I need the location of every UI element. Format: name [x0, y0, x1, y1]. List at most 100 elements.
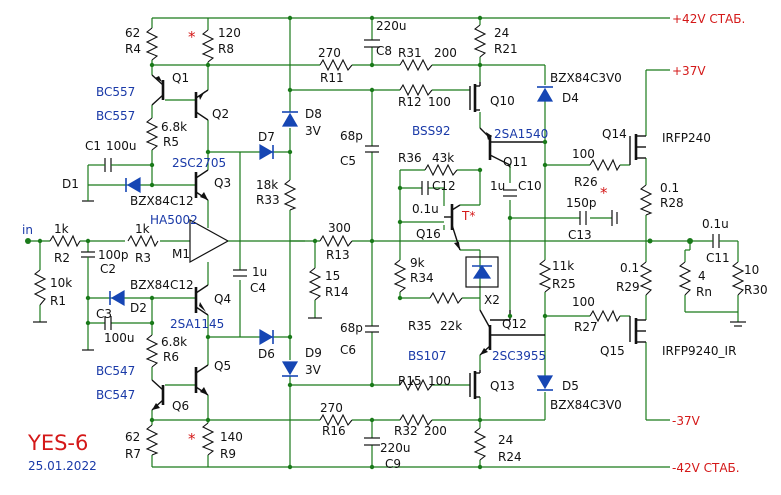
D4-ref: D4	[562, 91, 579, 105]
Q12	[479, 309, 545, 356]
D2	[109, 289, 125, 307]
R14-value: 15	[325, 269, 340, 283]
Q14-part: IRFP240	[662, 131, 711, 145]
R1-ref: R1	[50, 294, 66, 308]
C4-value: 1u	[252, 265, 267, 279]
M1-ref: M1	[172, 247, 190, 261]
R26-ref: R26	[574, 175, 598, 189]
Rn-ref: Rn	[696, 285, 712, 299]
R31-ref: R31	[398, 46, 422, 60]
R26	[589, 158, 621, 172]
R27-value: 100	[572, 295, 595, 309]
C10	[503, 189, 517, 197]
Rn	[678, 261, 692, 296]
D8	[281, 111, 299, 127]
Q3	[194, 169, 209, 201]
R24-value: 24	[498, 433, 513, 447]
C1	[102, 158, 118, 172]
Q1	[151, 74, 165, 106]
C12-ref: C12	[432, 179, 456, 193]
C2-value: 100p	[98, 248, 129, 262]
R16	[319, 413, 353, 427]
R13	[319, 234, 353, 248]
Q3-part: 2SC2705	[172, 156, 226, 170]
Q6-ref: Q6	[172, 399, 189, 413]
Q4	[194, 284, 209, 316]
R8-ref: R8	[218, 42, 234, 56]
C13-value: 150p	[566, 196, 597, 210]
output-wiring	[620, 130, 746, 355]
R8	[201, 29, 215, 63]
Q5	[194, 364, 209, 396]
Q16	[444, 204, 461, 251]
upper-vas-wiring	[208, 15, 546, 260]
C8	[364, 39, 380, 48]
X2-ref: X2	[484, 293, 500, 307]
R25-value: 11k	[552, 259, 574, 273]
D8-value: 3V	[305, 124, 322, 138]
R28-value: 0.1	[660, 181, 679, 195]
D1-ref: D1	[62, 177, 79, 191]
R34-ref: R34	[410, 271, 434, 285]
R27	[589, 309, 621, 323]
D7-ref: D7	[258, 130, 275, 144]
Q14	[629, 134, 646, 165]
R5-ref: R5	[163, 135, 179, 149]
C1-ref: C1	[85, 139, 101, 153]
C11-value: 0.1u	[702, 217, 729, 231]
R28-ref: R28	[660, 196, 684, 210]
X2	[465, 256, 499, 288]
C2-ref: C2	[100, 262, 116, 276]
R34-value: 9k	[410, 256, 425, 270]
C10-ref: C10	[518, 179, 542, 193]
Q15	[629, 316, 646, 344]
C2	[81, 251, 95, 266]
rail-neg42-label: -42V СТАБ.	[672, 461, 740, 475]
C13	[579, 211, 587, 225]
R13-value: 300	[328, 221, 351, 235]
C8-value: 220u	[376, 19, 407, 33]
D6-ref: D6	[258, 347, 275, 361]
D5-ref: D5	[562, 379, 579, 393]
Q4-part: 2SA1145	[170, 317, 224, 331]
R28	[639, 184, 653, 216]
R21-value: 24	[494, 26, 509, 40]
R6-ref: R6	[163, 350, 179, 364]
D9	[281, 361, 299, 377]
R36-value: 43k	[432, 151, 454, 165]
R9-value: 140	[220, 430, 243, 444]
R15	[399, 378, 433, 392]
C5	[365, 145, 379, 153]
C9	[364, 437, 380, 446]
R24-ref: R24	[498, 450, 522, 464]
R2-ref: R2	[54, 251, 70, 265]
C9-ref: C9	[385, 457, 401, 471]
C10-value: 1u	[490, 179, 505, 193]
R7-ref: R7	[125, 447, 141, 461]
drive-wiring	[507, 139, 618, 370]
C6-ref: C6	[340, 343, 356, 357]
feedback-wiring	[290, 90, 650, 385]
D1-part: BZX84C12	[130, 194, 194, 208]
R31	[399, 58, 433, 72]
Rn-value: 4	[698, 269, 706, 283]
C4	[233, 269, 247, 277]
Q2	[194, 89, 209, 121]
C3	[104, 316, 112, 330]
R3-value: 1k	[135, 222, 150, 236]
R11-value: 270	[318, 46, 341, 60]
Q16-marker: T*	[461, 209, 475, 223]
R33	[283, 179, 297, 211]
vbe-wiring	[397, 167, 483, 310]
R12	[399, 83, 433, 97]
Q10-part: BSS92	[412, 124, 451, 138]
Q12-ref: Q12	[502, 317, 527, 331]
Q6-part: BC547	[96, 388, 135, 402]
R24	[473, 427, 487, 461]
R3-ref: R3	[135, 251, 151, 265]
mid-wiring	[205, 15, 293, 470]
R2	[49, 234, 81, 248]
D4-part: BZX84C3V0	[550, 71, 622, 85]
input-label: in	[22, 223, 33, 237]
